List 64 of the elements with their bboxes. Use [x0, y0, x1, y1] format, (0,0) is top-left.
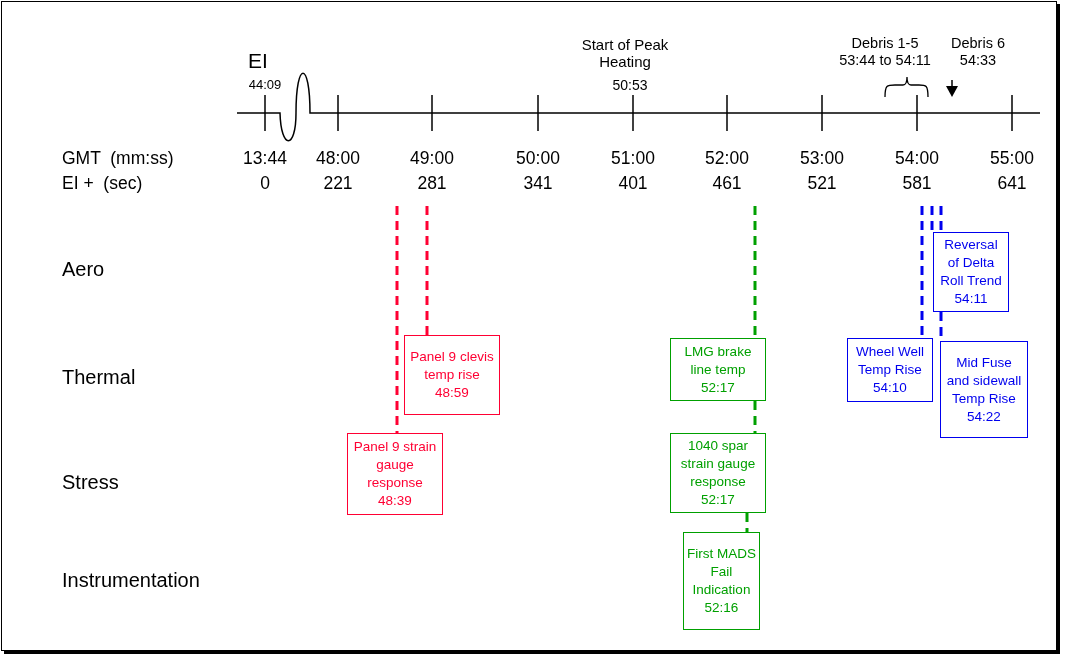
time-text: 54:11: [954, 290, 988, 308]
tick-label: 401: [618, 173, 648, 194]
event-label: Debris 1-5: [851, 35, 919, 52]
row-label: Aero: [62, 258, 105, 281]
event-box: [404, 335, 500, 415]
event-text: Mid Fuse and sidewall Temp Rise: [945, 353, 1023, 408]
leader-line: [395, 206, 399, 433]
event-text: Panel 9 clevis temp rise: [409, 348, 495, 384]
leader-line: [425, 206, 429, 335]
time-label: 50:53: [612, 77, 648, 94]
tick-label: 50:00: [516, 148, 560, 169]
tick-label: 0: [260, 173, 270, 194]
tick-label: 521: [807, 173, 837, 194]
event-text: Reversal of Delta Roll Trend: [939, 236, 1003, 290]
event-label: Start of Peak Heating: [580, 36, 670, 71]
tick-label: 13:44: [243, 148, 287, 169]
tick-label: 461: [712, 173, 742, 194]
time-text: 48:39: [378, 492, 412, 510]
time-label: 44:09: [248, 78, 282, 93]
axis-label: GMT (mm:ss): [62, 148, 174, 169]
event-box: [940, 341, 1028, 438]
event-text: LMG brake line temp: [683, 342, 753, 379]
event-text: 1040 spar strain gauge response: [679, 437, 757, 491]
event-label: Debris 6: [951, 35, 1005, 52]
leader-line: [745, 513, 749, 532]
event-label: EI: [248, 49, 268, 74]
time-label: 54:33: [959, 52, 997, 69]
leader-line: [753, 206, 757, 338]
leader-line: [753, 401, 757, 433]
tick-label: 51:00: [611, 148, 655, 169]
tick-label: 54:00: [895, 148, 939, 169]
event-text: Panel 9 strain gauge response: [352, 438, 438, 492]
tick-label: 341: [523, 173, 553, 194]
axis-label: EI + (sec): [62, 173, 143, 194]
event-box: [683, 532, 760, 630]
time-text: 54:22: [967, 407, 1001, 426]
event-box: [347, 433, 443, 515]
tick-label: 49:00: [410, 148, 454, 169]
event-text: First MADS Fail Indication: [687, 545, 756, 599]
event-box: [670, 338, 766, 401]
leader-line: [939, 206, 943, 232]
time-text: 54:10: [873, 379, 907, 397]
tick-label: 581: [902, 173, 932, 194]
event-box: [933, 232, 1009, 312]
row-label: Stress: [62, 471, 119, 494]
leader-line: [920, 206, 924, 338]
time-text: 52:17: [701, 491, 735, 509]
row-label: Instrumentation: [62, 569, 200, 592]
event-text: Wheel Well Temp Rise: [855, 343, 925, 379]
event-box: [847, 338, 933, 402]
tick-label: 221: [323, 173, 353, 194]
time-text: 52:16: [704, 599, 739, 617]
leader-line: [930, 206, 934, 232]
tick-label: 281: [417, 173, 447, 194]
tick-label: 48:00: [316, 148, 360, 169]
tick-label: 55:00: [990, 148, 1034, 169]
tick-label: 53:00: [800, 148, 844, 169]
time-text: 48:59: [435, 384, 469, 402]
time-label: 53:44 to 54:11: [839, 52, 931, 69]
event-box: [670, 433, 766, 513]
time-text: 52:17: [701, 378, 735, 397]
tick-label: 52:00: [705, 148, 749, 169]
tick-label: 641: [997, 173, 1027, 194]
row-label: Thermal: [62, 366, 136, 389]
